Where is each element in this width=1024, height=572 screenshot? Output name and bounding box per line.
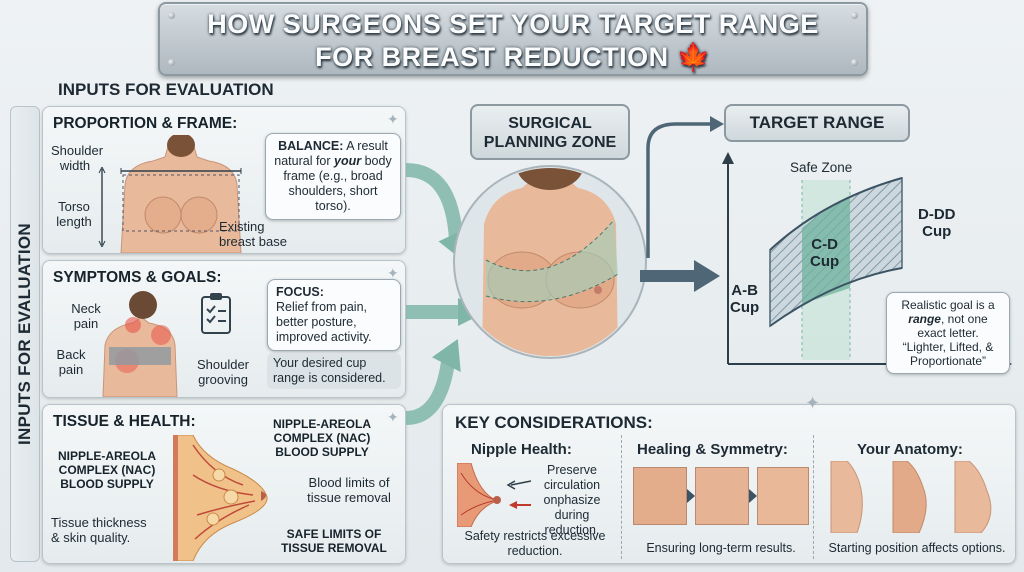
symptoms-heading: SYMPTOMS & GOALS: (53, 269, 222, 286)
inputs-header: INPUTS FOR EVALUATION (58, 80, 274, 99)
maple-leaf-icon: ✦ (387, 111, 399, 127)
torso-length-arrow (98, 167, 106, 247)
rivet-icon (168, 59, 175, 66)
healing-title: Healing & Symmetry: (637, 441, 788, 458)
side-tab-label: INPUTS FOR EVALUATION (15, 223, 34, 445)
torso-figure (120, 135, 242, 253)
balance-callout: BALANCE: A result natural for your body … (265, 133, 401, 220)
nipple-tissue-icon (457, 463, 501, 527)
tissue-thickness-label: Tissue thickness& skin quality. (51, 515, 147, 545)
realistic-goal-callout: Realistic goal is a range, not one exact… (886, 292, 1010, 374)
planning-zone-circle (453, 165, 647, 359)
side-tab: INPUTS FOR EVALUATION (10, 106, 40, 562)
anatomy-caption: Starting position affects options. (828, 541, 1006, 555)
title-banner: HOW SURGEONS SET YOUR TARGET RANGE FOR B… (158, 2, 868, 76)
maple-leaf-icon: ✦ (805, 393, 821, 413)
rivet-icon (168, 12, 175, 19)
divider (813, 435, 814, 559)
nipple-arrows (506, 480, 532, 509)
focus-callout: FOCUS:Relief from pain, better posture, … (267, 279, 401, 351)
safe-zone-label: Safe Zone (790, 160, 853, 175)
anatomy-title: Your Anatomy: (857, 441, 963, 458)
clipboard-icon (201, 293, 231, 334)
anatomy-silhouettes (830, 461, 992, 533)
proportion-heading: PROPORTION & FRAME: (53, 115, 238, 132)
key-considerations-panel: KEY CONSIDERATIONS: ✦ Nipple Health: Pre… (442, 393, 1016, 564)
desired-range-note: Your desired cup range is considered. (267, 353, 401, 389)
target-flow-arrows (640, 116, 724, 292)
target-range-chart (722, 152, 1012, 370)
step-arrow-icon (687, 489, 695, 503)
maple-leaf-icon: 🍁 (676, 42, 711, 72)
maple-leaf-icon: ✦ (387, 409, 399, 425)
rivet-icon (851, 12, 858, 19)
breast-anatomy-diagram (173, 435, 268, 561)
target-range-heading: TARGET RANGE (724, 104, 910, 142)
back-figure (102, 291, 178, 397)
key-considerations-heading: KEY CONSIDERATIONS: (455, 413, 653, 432)
healing-photo-1 (633, 467, 687, 525)
divider (621, 435, 622, 559)
title-line-2: FOR BREAST REDUCTION 🍁 (315, 42, 711, 72)
healing-photo-3 (757, 467, 809, 525)
tissue-heading: TISSUE & HEALTH: (53, 413, 196, 430)
healing-caption: Ensuring long-term results. (646, 541, 796, 555)
healing-photo-2 (695, 467, 749, 525)
step-arrow-icon (749, 489, 757, 503)
nipple-health-title: Nipple Health: (471, 441, 572, 458)
title-line-1: HOW SURGEONS SET YOUR TARGET RANGE (207, 9, 819, 39)
maple-leaf-icon: ✦ (387, 265, 399, 281)
rivet-icon (851, 59, 858, 66)
